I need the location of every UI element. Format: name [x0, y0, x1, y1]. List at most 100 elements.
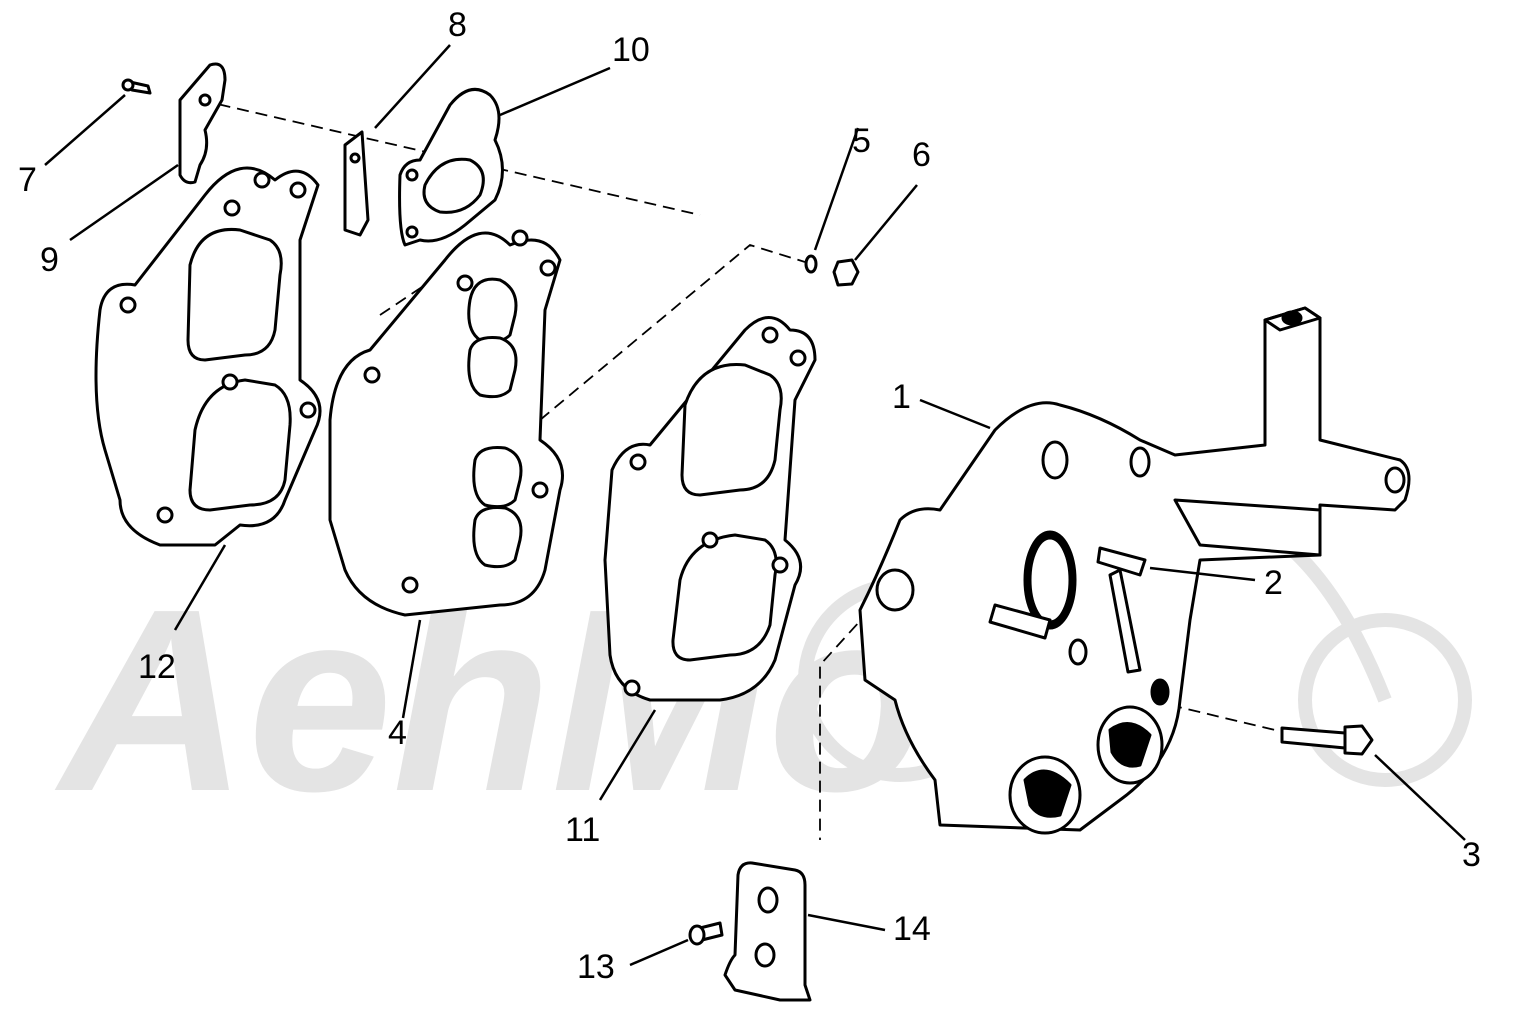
plate-8 — [343, 130, 370, 237]
housing-1-post-hole — [1281, 310, 1303, 326]
gasket-12-hole — [289, 181, 307, 199]
stud-2-link — [1108, 568, 1142, 674]
screw-13 — [688, 921, 724, 946]
bolt-3 — [1280, 724, 1374, 756]
plate-4-outline — [328, 231, 564, 617]
callout-10: 10 — [612, 31, 650, 69]
callout-14: 14 — [893, 910, 931, 948]
gasket-11-hole — [701, 531, 719, 549]
gasket-11-port-upper — [680, 363, 783, 497]
callout-5: 5 — [852, 122, 871, 160]
bracket-14-hole-upper — [757, 886, 779, 914]
gasket-12-port-lower — [188, 378, 292, 512]
gasket-12-hole — [299, 401, 317, 419]
plate-4-hole — [511, 229, 529, 247]
callout-4: 4 — [388, 714, 407, 752]
leader-14 — [807, 913, 886, 932]
callout-3: 3 — [1462, 836, 1481, 874]
nut-6 — [832, 258, 860, 287]
housing-1-hole — [1068, 638, 1088, 666]
screw-7-head — [121, 78, 135, 92]
bolt-3-shank — [1280, 726, 1347, 750]
bolt-3-head — [1343, 724, 1374, 756]
gasket-10 — [398, 87, 504, 247]
washer-5-shape — [804, 254, 818, 274]
dash-line-gasket — [379, 264, 456, 316]
gasket-12-hole — [156, 506, 174, 524]
leader-2 — [1149, 566, 1256, 582]
leader-5 — [813, 127, 860, 251]
dash-line-nut — [539, 243, 806, 421]
gasket-12-hole — [221, 373, 239, 391]
gasket-11-hole — [771, 556, 789, 574]
callout-11: 11 — [565, 811, 601, 849]
bracket-9-hole — [198, 93, 212, 107]
gasket-10-hole — [405, 225, 419, 239]
screw-7 — [121, 78, 152, 95]
plate-4-port — [472, 446, 523, 509]
callout-2: 2 — [1264, 564, 1283, 602]
leader-8 — [374, 44, 451, 129]
plate-4-hole — [363, 366, 381, 384]
bracket-9-outline — [178, 62, 227, 185]
gasket-12-hole — [253, 171, 271, 189]
leader-12 — [173, 544, 227, 631]
callout-13: 13 — [577, 948, 615, 986]
leader-7 — [44, 94, 126, 166]
plate-4-hole — [539, 259, 557, 277]
plate-4-hole — [456, 274, 474, 292]
gasket-12-port-upper — [186, 227, 283, 362]
leader-4 — [401, 619, 422, 719]
housing-1-boss — [1129, 446, 1151, 478]
screw-13-head — [688, 924, 706, 946]
gasket-11-hole — [623, 679, 641, 697]
dash-line-bolt — [1169, 704, 1276, 731]
housing-1-bore-rim — [1028, 536, 1072, 624]
callout-6: 6 — [912, 136, 931, 174]
gasket-12 — [94, 166, 322, 547]
leader-10 — [499, 66, 611, 117]
watermark-wheel-right — [1298, 613, 1472, 787]
plate-4-hole — [531, 481, 549, 499]
bracket-14-hole-lower — [754, 942, 776, 968]
gasket-10-port — [422, 157, 485, 214]
stud-2 — [988, 546, 1147, 674]
nut-6-shape — [832, 258, 860, 287]
leader-3 — [1374, 754, 1466, 841]
gasket-12-hole — [119, 296, 137, 314]
stud-2-upper — [1096, 546, 1147, 577]
plate-8-outline — [343, 130, 370, 237]
plate-4-port — [467, 336, 518, 399]
housing-1-outlet-shadow — [1023, 769, 1072, 818]
leader-lines — [44, 44, 1466, 967]
housing-1-lug — [875, 568, 915, 612]
housing-1-arm — [1173, 498, 1322, 557]
dash-line-bracket — [819, 609, 871, 840]
callout-12: 12 — [138, 648, 176, 686]
plate-4-port — [467, 277, 518, 344]
housing-1-port-shadow — [1108, 722, 1152, 768]
leader-11 — [598, 709, 657, 801]
housing-1-boss — [1384, 466, 1406, 494]
gasket-11 — [603, 316, 817, 702]
callout-7: 7 — [18, 161, 37, 199]
plate-4 — [328, 229, 564, 617]
gasket-10-hole — [405, 168, 419, 182]
callout-9: 9 — [40, 241, 59, 279]
plate-8-hole — [349, 152, 361, 164]
leader-1 — [919, 398, 991, 430]
washer-5 — [804, 254, 818, 274]
callout-8: 8 — [448, 6, 467, 44]
stud-2-lower — [988, 603, 1052, 640]
housing-1-boss — [1041, 440, 1069, 480]
gasket-11-hole — [629, 453, 647, 471]
leader-9 — [69, 163, 179, 242]
bracket-14-outline — [723, 861, 812, 1002]
callout-1: 1 — [892, 378, 911, 416]
leader-6 — [854, 184, 918, 261]
plate-4-hole — [401, 576, 419, 594]
bracket-14 — [723, 861, 812, 1002]
gasket-12-hole — [223, 199, 241, 217]
bracket-9 — [178, 62, 227, 185]
